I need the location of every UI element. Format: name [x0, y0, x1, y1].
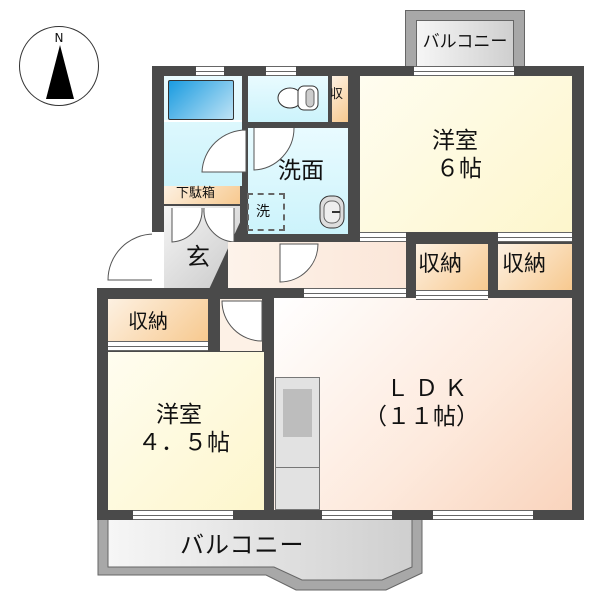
shoe-box-label: 下駄箱	[176, 186, 216, 201]
window-top-bath	[196, 66, 224, 76]
bathtub-icon	[168, 80, 234, 120]
sliding-door-ldk	[304, 288, 406, 298]
compass: N	[19, 26, 99, 106]
top-balcony: バルコニー	[405, 10, 525, 70]
western-room-45-size: ４．５帖	[138, 430, 230, 456]
door-washroom-icon	[253, 127, 295, 171]
storage-c	[498, 244, 572, 290]
window-top-room6	[414, 66, 514, 76]
washroom-label: 洗面	[278, 158, 324, 184]
storage-b-label: 収納	[418, 252, 463, 277]
washer-space	[247, 193, 285, 231]
washer-label: 洗	[256, 204, 270, 220]
storage-a	[108, 299, 208, 341]
closet-doors-icon	[171, 207, 235, 243]
toilet-icon	[277, 85, 319, 111]
storage-a-label: 収納	[128, 309, 168, 333]
shoe-box	[164, 186, 240, 204]
ldk	[274, 298, 572, 510]
north-label: N	[54, 31, 64, 45]
western-room-45	[108, 352, 264, 510]
western-room-6	[360, 76, 572, 232]
sliding-door-room6	[360, 232, 406, 242]
window-room6-storage	[498, 232, 572, 242]
stove-icon	[283, 389, 312, 437]
bottom-balcony	[97, 515, 423, 591]
bottom-balcony-label: バルコニー	[180, 531, 305, 559]
window-bottom-room45	[133, 510, 233, 520]
sink-icon	[319, 195, 345, 229]
window-storage-a	[108, 341, 208, 351]
door-bath-icon	[201, 129, 247, 173]
toilet-storage-label: 収	[330, 87, 344, 102]
western-room-6-name: 洋室	[432, 128, 478, 154]
entrance-label: 玄	[186, 243, 210, 271]
window-bottom-ldk-right	[433, 510, 533, 520]
toilet-storage	[332, 76, 348, 122]
door-room45-icon	[221, 300, 263, 342]
ldk-name: ＬＤＫ	[386, 376, 473, 402]
top-balcony-label: バルコニー	[422, 32, 508, 52]
ldk-size: （１１帖）	[364, 404, 479, 430]
north-arrow-icon	[46, 45, 74, 99]
window-storage-b	[416, 290, 488, 300]
window-top-toilet	[266, 66, 296, 76]
door-hall-icon	[279, 243, 319, 283]
entry-door-icon	[107, 233, 155, 281]
storage-b	[416, 244, 488, 290]
western-room-45-name: 洋室	[156, 402, 202, 428]
storage-c-label: 収納	[502, 252, 547, 277]
window-bottom-ldk-left	[322, 510, 392, 520]
western-room-6-size: ６帖	[436, 156, 482, 182]
